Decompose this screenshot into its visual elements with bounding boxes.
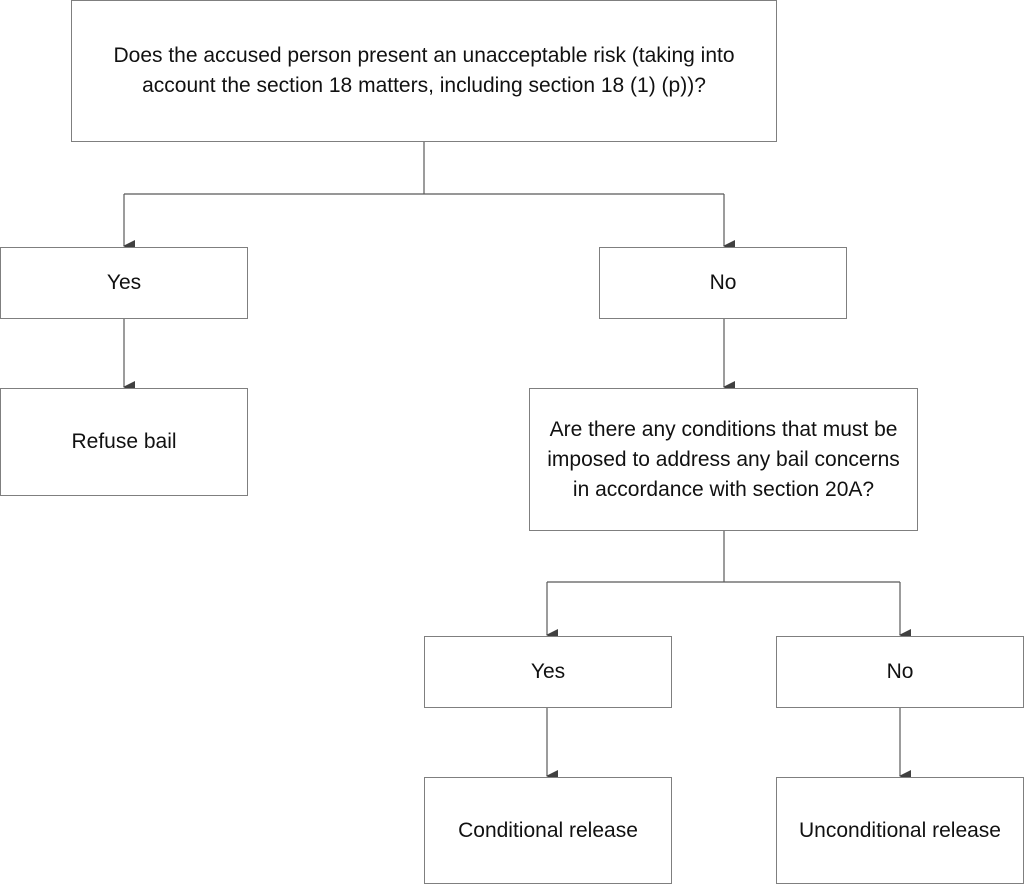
outcome-unconditional-release: Unconditional release (776, 777, 1024, 884)
outcome-refuse-bail-text: Refuse bail (71, 430, 177, 453)
answer-no-risk-text: No (709, 271, 737, 294)
answer-yes-risk-text: Yes (106, 271, 142, 294)
answer-no-risk: No (599, 247, 847, 319)
answer-no-conditions-text: No (886, 660, 914, 683)
answer-no-conditions: No (776, 636, 1024, 708)
answer-yes-risk: Yes (0, 247, 248, 319)
outcome-conditional-release: Conditional release (424, 777, 672, 884)
outcome-refuse-bail: Refuse bail (0, 388, 248, 496)
question-conditions: Are there any conditions that must be im… (529, 388, 918, 531)
question-conditions-text: Are there any conditions that must be im… (547, 417, 900, 501)
outcome-unconditional-release-text: Unconditional release (799, 818, 1001, 842)
answer-yes-conditions-text: Yes (530, 660, 566, 683)
question-unacceptable-risk: Does the accused person present an unacc… (71, 0, 777, 142)
outcome-conditional-release-text: Conditional release (458, 818, 638, 842)
answer-yes-conditions: Yes (424, 636, 672, 708)
question-unacceptable-risk-text: Does the accused person present an unacc… (113, 44, 735, 97)
